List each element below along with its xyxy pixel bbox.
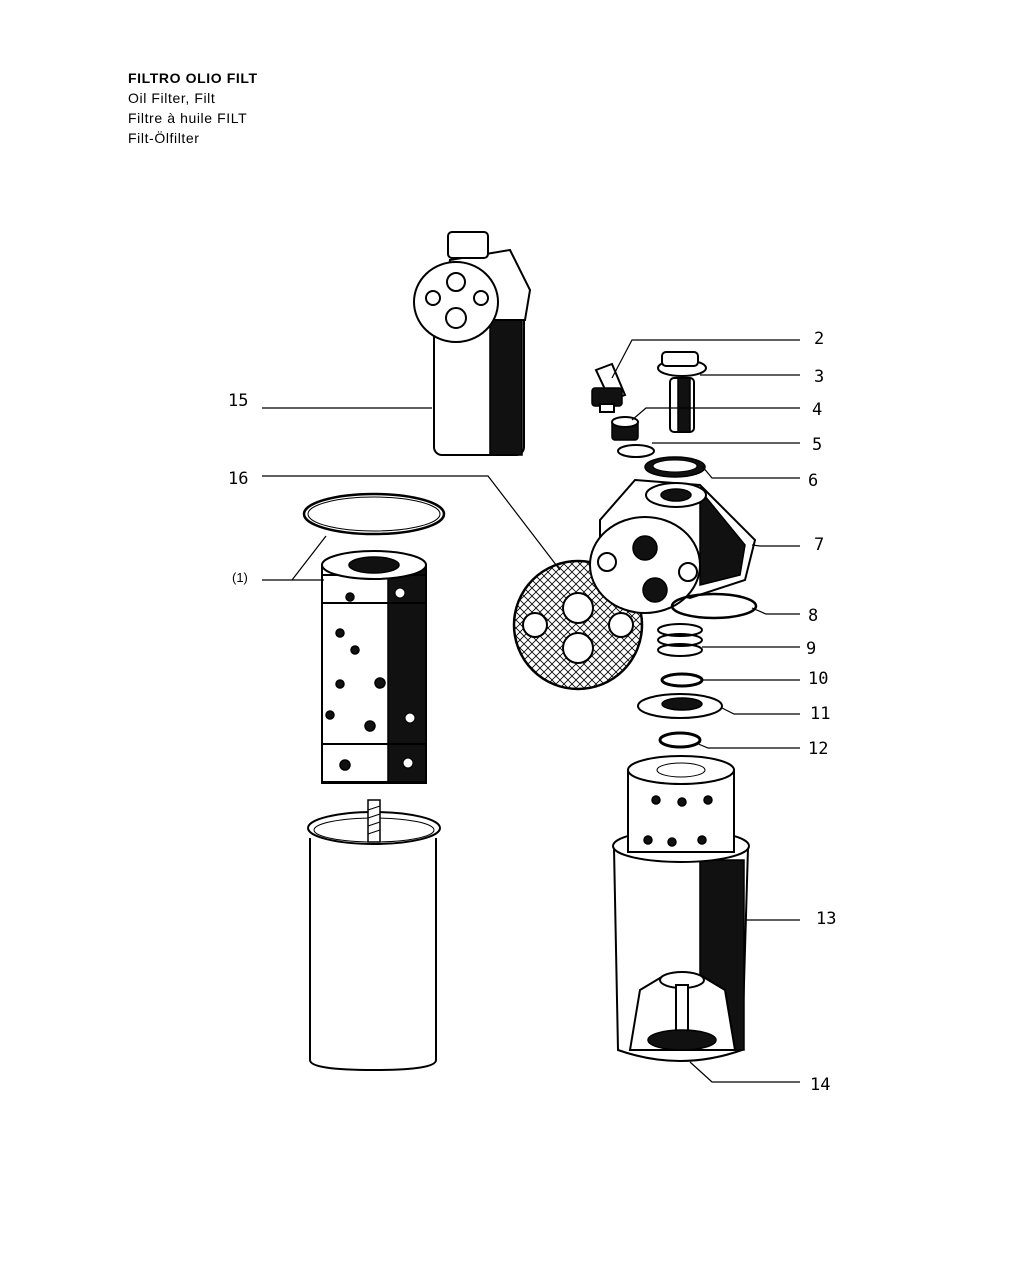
callout-5: 5: [812, 435, 822, 455]
part-6-seal-ring: [644, 456, 706, 478]
callout-numbers: 2 3 4 5 6 7 8 9 10 11 12 13 14 15 16 (1): [228, 329, 836, 1095]
callout-8: 8: [808, 606, 818, 626]
title-german: Filt-Ölfilter: [128, 130, 200, 146]
filter-bowl-plain: [307, 799, 441, 1072]
part-8-large-gasket: [670, 592, 758, 620]
title-french: Filtre à huile FILT: [128, 110, 248, 126]
callout-3: 3: [814, 367, 824, 387]
callout-7: 7: [814, 535, 824, 555]
part-3-center-bolt: [657, 351, 707, 433]
part-9-spring: [657, 623, 703, 657]
callout-6: 6: [808, 471, 818, 491]
callout-11: 11: [810, 704, 830, 724]
callout-15: 15: [228, 391, 248, 411]
callout-14: 14: [810, 1075, 830, 1095]
diagram-header: FILTRO OLIO FILT Oil Filter, Filt Filtre…: [128, 68, 258, 148]
part-15-assembled-filter: [413, 231, 532, 456]
callout-2: 2: [814, 329, 824, 349]
callout-12: 12: [808, 739, 828, 759]
part-12-o-ring: [658, 731, 702, 749]
callout-9: 9: [806, 639, 816, 659]
title-italian: FILTRO OLIO FILT: [128, 70, 258, 86]
callout-16: 16: [228, 469, 248, 489]
callout-4: 4: [812, 400, 822, 420]
leader-lines: [262, 339, 800, 1083]
part-2-pressure-switch: [591, 362, 627, 413]
part-1-filter-cartridge: [321, 550, 427, 784]
callout-1: (1): [232, 570, 248, 585]
part-7-filter-head: [589, 478, 757, 614]
part-4-fitting: [611, 416, 639, 441]
part-11-spring-seat: [637, 693, 723, 719]
part-14-base-assembly: [628, 971, 737, 1051]
callout-10: 10: [808, 669, 828, 689]
callout-13: 13: [816, 909, 836, 929]
title-english: Oil Filter, Filt: [128, 90, 216, 106]
part-5-washer: [617, 444, 655, 458]
part-10-washer: [660, 672, 704, 688]
part-1-gasket-ring: [302, 492, 446, 536]
